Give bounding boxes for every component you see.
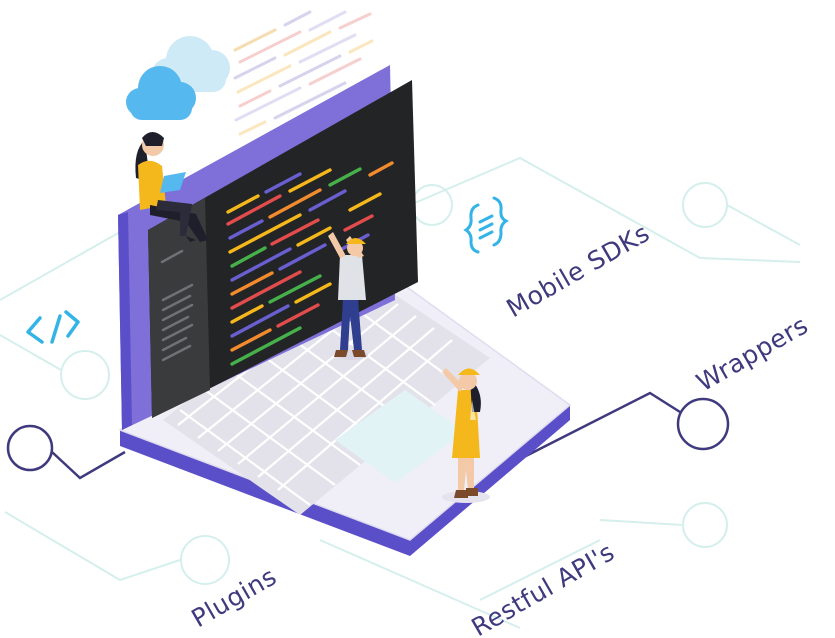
- label-plugins: Plugins: [187, 562, 282, 634]
- background-connector-lines: [0, 156, 801, 629]
- code-brackets-icon: [26, 310, 80, 344]
- label-wrappers: Wrappers: [692, 310, 814, 397]
- person-sitting-figure: [135, 132, 208, 242]
- floating-code-lines: [233, 10, 374, 136]
- laptop-screen: [148, 80, 418, 418]
- laptop: [118, 65, 572, 556]
- cloud-icon: [126, 36, 230, 120]
- screen-code-lines: [226, 161, 394, 366]
- label-mobile-sdks: Mobile SDKs: [502, 218, 655, 323]
- worker-woman-figure: [442, 368, 490, 503]
- curly-braces-icon: [463, 196, 509, 254]
- touchpad: [335, 390, 465, 483]
- worker-on-keyboard-figure: [328, 232, 368, 360]
- label-restful-apis: Restful API's: [467, 537, 620, 638]
